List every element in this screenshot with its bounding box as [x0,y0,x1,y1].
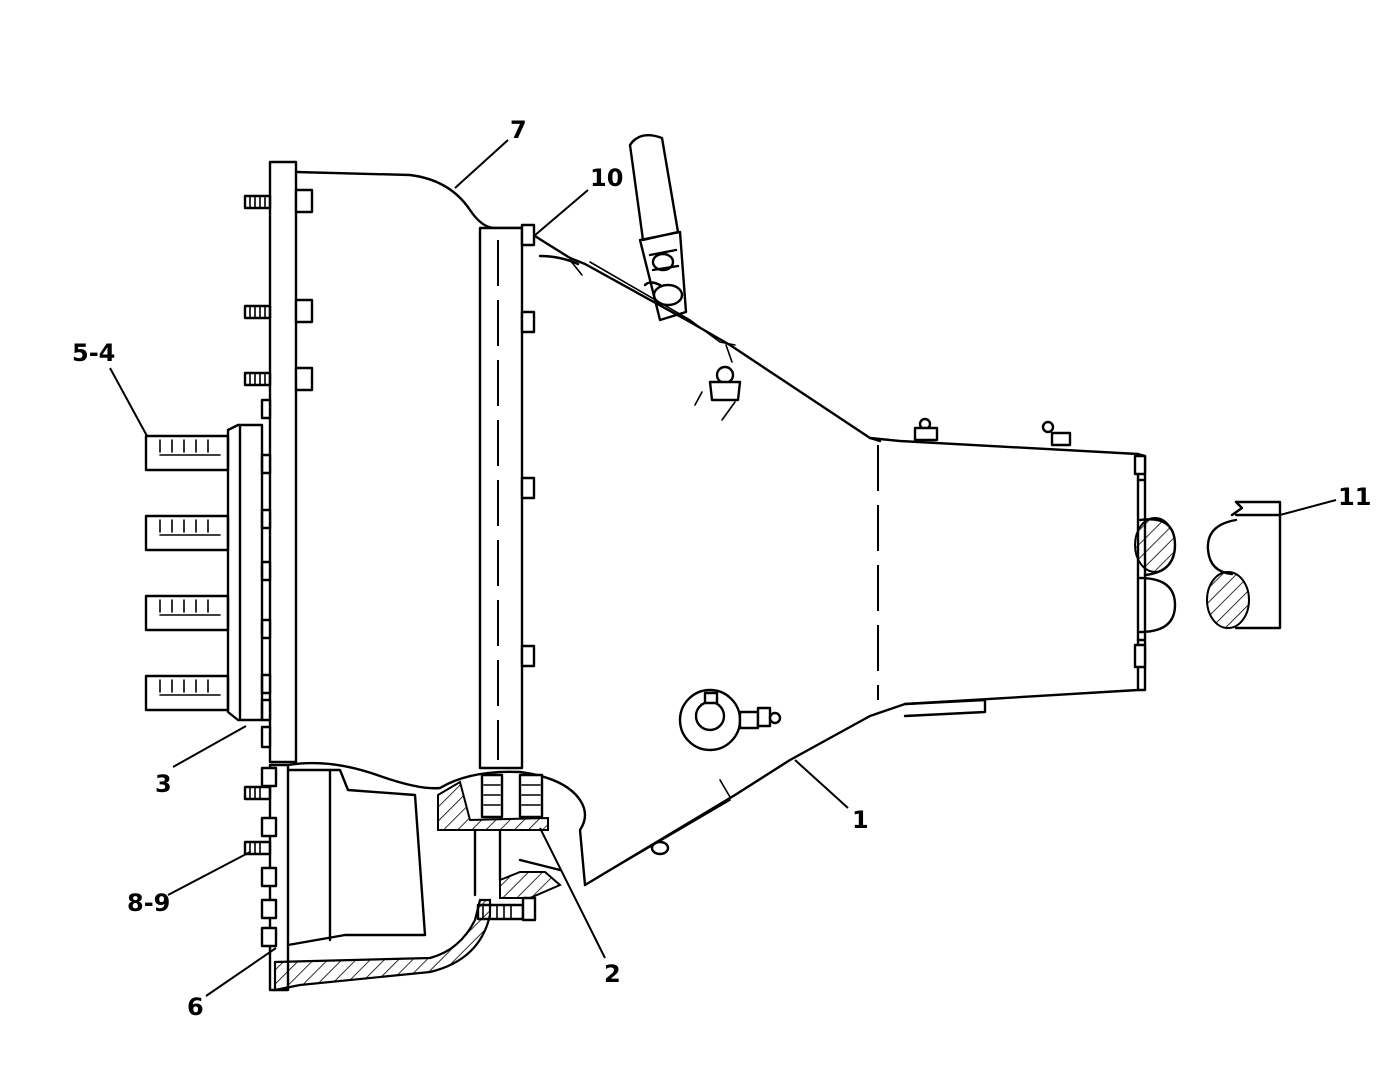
pump-mount-part-3 [226,423,264,722]
callout-leaders [109,139,1337,997]
callout-7: 7 [510,116,527,144]
callout-labels: 7 10 5-4 3 8-9 6 2 1 11 [72,116,1371,1021]
callout-2: 2 [604,960,621,988]
callout-1: 1 [852,806,869,834]
callout-8-9: 8-9 [127,889,170,917]
transmission-housing [520,226,1147,887]
callout-10: 10 [590,164,623,192]
lower-cover-part-6 [243,761,587,992]
gear-part-2 [437,773,562,922]
shift-lever [628,134,688,322]
converter-housing-part-7 [243,160,536,770]
callout-5-4: 5-4 [72,339,115,367]
hydraulic-pumps-part-5-4 [144,434,230,712]
output-yoke [1134,517,1177,634]
callout-3: 3 [155,770,172,798]
callout-11: 11 [1338,483,1371,511]
callout-6: 6 [187,993,204,1021]
coupling-part-11 [1206,500,1282,630]
breather-fitting [694,365,1072,447]
shaft-seal [650,688,782,856]
